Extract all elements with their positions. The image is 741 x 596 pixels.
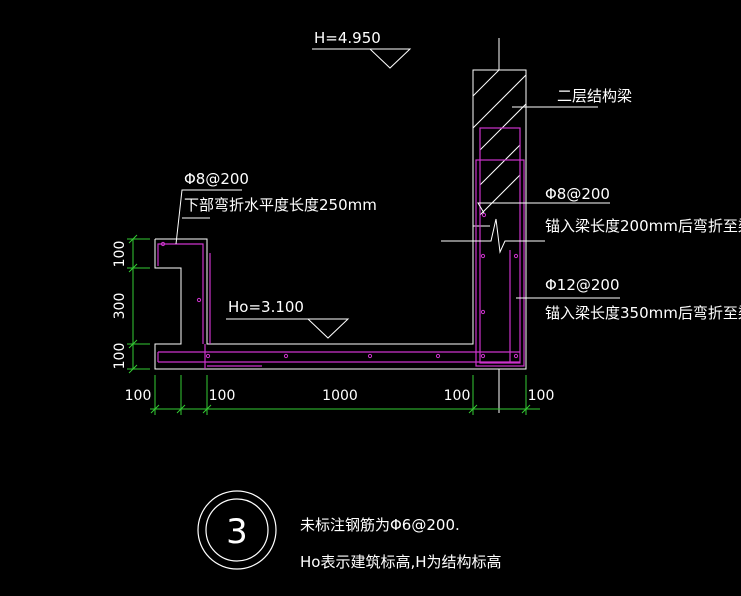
dim-horizontal-1: 100 [125, 388, 152, 404]
rebar-dots [160, 212, 519, 359]
dim-vertical-3: 100 [112, 343, 128, 370]
dim-horizontal-3: 1000 [322, 388, 358, 404]
elevation-architectural: Ho=3.100 [228, 298, 304, 316]
dim-horizontal-5: 100 [528, 388, 555, 404]
dimension-lines [127, 234, 540, 415]
side-bar-spec: Φ12@200 [545, 276, 620, 294]
top-bar-note: 锚入梁长度200mm后弯折至梁对边 [545, 217, 741, 235]
side-bar-note: 锚入梁长度350mm后弯折至梁对边 [545, 304, 741, 322]
dim-vertical-1: 100 [112, 241, 128, 268]
rebar [157, 127, 525, 369]
dim-vertical-2: 300 [112, 293, 128, 320]
concrete-outline [154, 69, 527, 370]
bottom-bar-note: 下部弯折水平度长度250mm [184, 196, 377, 214]
bottom-bar-spec: Φ8@200 [184, 170, 249, 188]
beam-label: 二层结构梁 [557, 87, 632, 105]
detail-number: 3 [226, 512, 248, 552]
top-bar-spec: Φ8@200 [545, 185, 610, 203]
leader-lines [175, 38, 620, 413]
elevation-mark-architectural [226, 318, 350, 339]
dim-horizontal-2: 100 [209, 388, 236, 404]
elevation-structural: H=4.950 [314, 29, 381, 47]
detail-note-line1: 未标注钢筋为Φ6@200. [300, 516, 460, 534]
elevation-mark-structural [312, 48, 412, 69]
detail-symbol [197, 490, 277, 570]
detail-note-line2: Ho表示建筑标高,H为结构标高 [300, 553, 502, 571]
dim-horizontal-4: 100 [444, 388, 471, 404]
